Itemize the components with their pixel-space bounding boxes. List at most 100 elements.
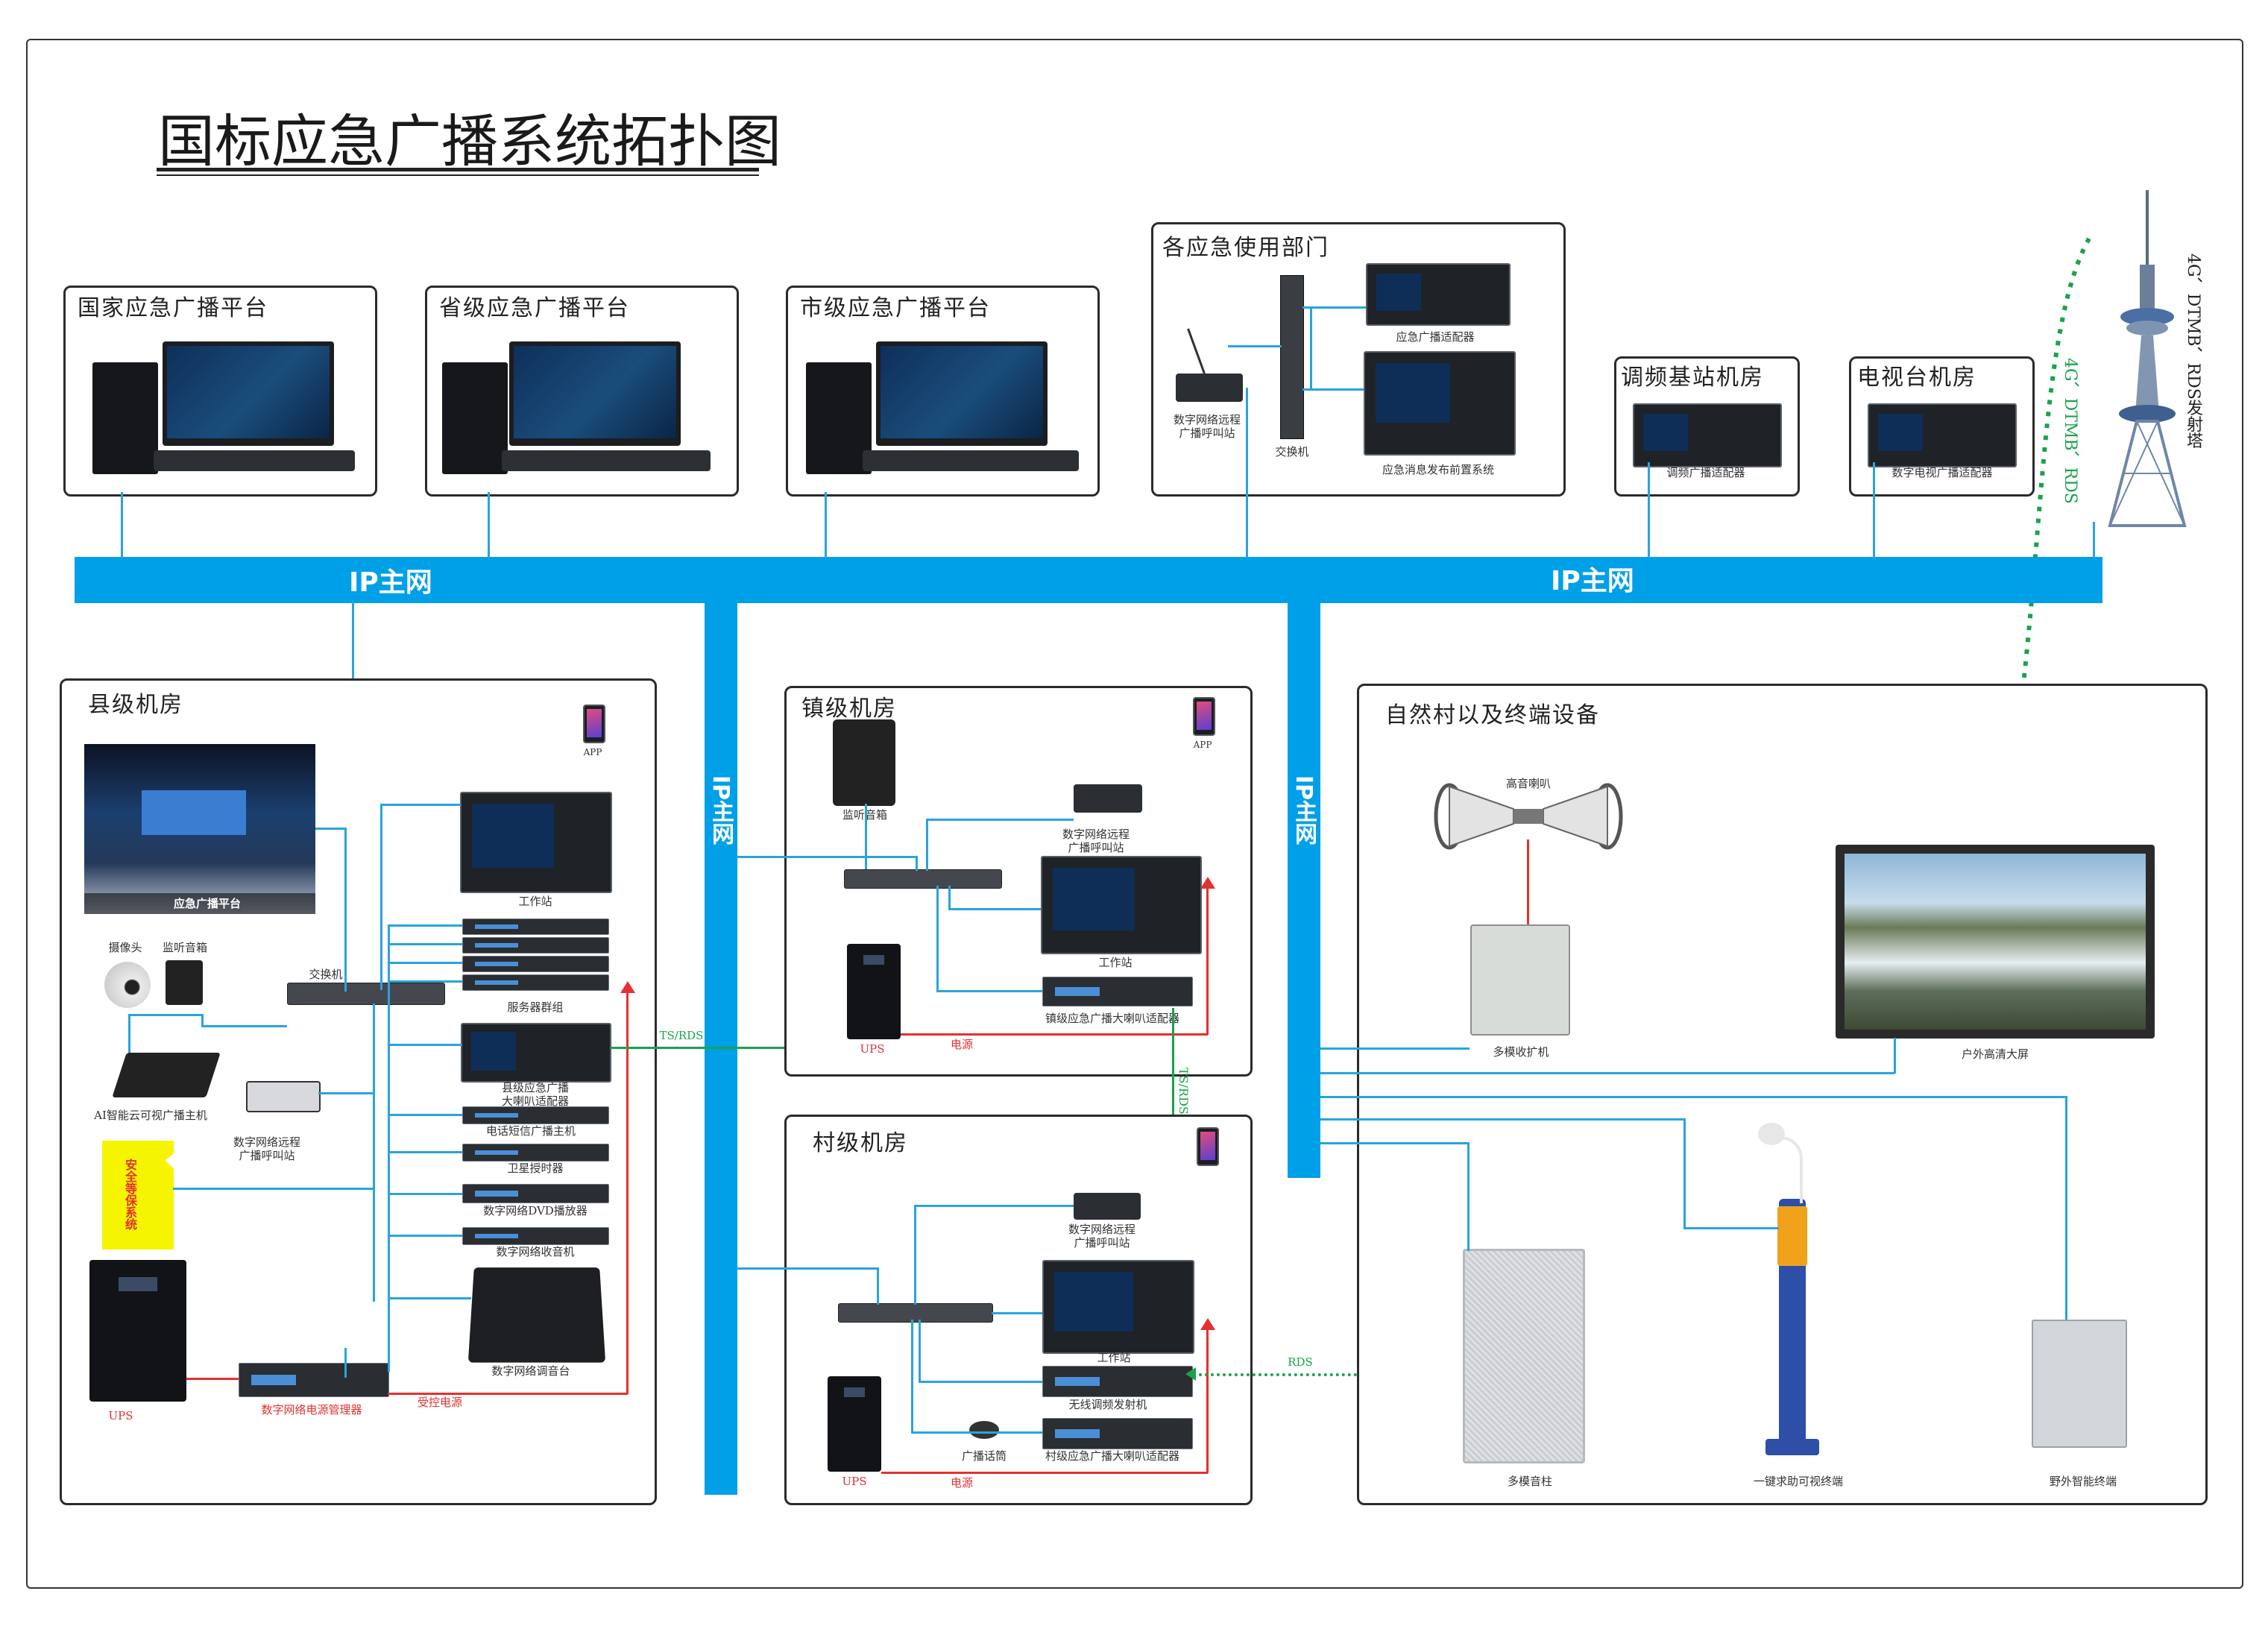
app-phone-icon: [1193, 697, 1215, 736]
monitor-speaker: [166, 960, 203, 1005]
caption-ts-rds: TS/RDS: [659, 1029, 704, 1042]
power-wire: [901, 1033, 1208, 1036]
caption-fm-tx: 无线调频发射机: [1068, 1398, 1147, 1411]
tower-link-label: 4G、DTMB、RDS: [2061, 358, 2079, 504]
term-wire: [1320, 1047, 1470, 1050]
security-system: [102, 1141, 174, 1250]
caption-field: 野外智能终端: [2049, 1475, 2117, 1488]
caption-power: 电源: [950, 1476, 974, 1490]
server-3: [462, 956, 609, 972]
panel-title: 各应急使用部门: [1162, 235, 1329, 261]
caption-tv-adapter: 数字电视广播适配器: [1891, 466, 1993, 479]
dept-wire: [1302, 388, 1364, 391]
power-wire: [1206, 1329, 1209, 1473]
term-wire: [1683, 1227, 1779, 1229]
power-wire: [186, 1378, 239, 1380]
town-switch: [844, 869, 1002, 889]
caption-frontend: 应急消息发布前置系统: [1382, 463, 1495, 476]
town-wire: [936, 886, 939, 990]
county-wire: [388, 1193, 462, 1195]
drop-fm: [1648, 462, 1650, 558]
village-adapter: [1042, 1418, 1193, 1449]
pc-tower: [442, 362, 508, 474]
multi-mode-amp: [1470, 924, 1570, 1036]
fm-adapter: [1633, 403, 1782, 467]
caption-workstation: 工作站: [1097, 1351, 1131, 1364]
caption-column: 多模音柱: [1507, 1475, 1553, 1488]
ts-rds-down-wire: [1172, 1008, 1174, 1120]
remote-mic: [1176, 374, 1243, 402]
horn-speaker-icon: [1434, 783, 1623, 850]
power-wire: [881, 1472, 1208, 1474]
town-wire: [737, 856, 916, 858]
caption-servers: 服务器群组: [507, 1001, 564, 1014]
town-wire: [948, 908, 1041, 910]
caption-command-center: 应急广播平台: [173, 897, 242, 910]
county-wire: [201, 1025, 287, 1027]
panel-fm-station: 调频基站机房 调频广播适配器: [1614, 356, 1800, 497]
caption-county-adapter: 县级应急广播 大喇叭适配器: [501, 1081, 570, 1108]
remote-mic-console: [246, 1081, 321, 1112]
village-wire: [911, 1320, 913, 1431]
bus-label-right: IP主网: [1551, 566, 1634, 596]
power-wire: [388, 1393, 628, 1395]
county-workstation: [460, 792, 612, 893]
net-radio: [462, 1227, 609, 1245]
county-wire: [388, 924, 462, 927]
county-switch: [287, 983, 445, 1005]
adapter-rack: [1366, 263, 1511, 326]
county-wire: [315, 828, 345, 830]
town-ups: [847, 944, 901, 1039]
camera-icon: [104, 962, 151, 1008]
caption-remote-mic: 数字网络远程 广播呼叫站: [1062, 828, 1130, 854]
town-wire: [916, 856, 918, 871]
horn-power-wire: [1527, 839, 1529, 924]
caption-mixer: 数字网络调音台: [491, 1364, 570, 1378]
power-arrow-up: [620, 981, 635, 993]
term-wire: [1320, 1118, 1686, 1121]
gooseneck-mic: [969, 1421, 999, 1439]
village-wire: [914, 1205, 1074, 1207]
page-title: 国标应急广播系统拓扑图: [158, 108, 781, 174]
pc-monitor: [509, 341, 681, 446]
mic-stem: [1187, 328, 1206, 374]
village-ups: [828, 1376, 881, 1472]
ip-main-bus: [75, 557, 2102, 603]
village-wire: [737, 1267, 878, 1270]
caption-screen: 户外高清大屏: [1961, 1047, 2029, 1061]
caption-adapter: 应急广播适配器: [1396, 330, 1475, 344]
county-wire: [388, 1297, 471, 1299]
dvd-player: [462, 1184, 609, 1203]
county-wire: [344, 828, 347, 992]
panel-title: 省级应急广播平台: [439, 295, 630, 321]
rds-wireless-link: [1193, 1373, 1369, 1376]
panel-tv-station: 电视台机房 数字电视广播适配器: [1849, 356, 2035, 497]
caption-ai-host: AI智能云可视广播主机: [94, 1109, 207, 1122]
outer-frame: [26, 39, 2243, 1589]
county-wire: [344, 1348, 347, 1378]
drop-tower: [2093, 522, 2095, 558]
pc-tower: [806, 362, 872, 474]
app-phone-icon: [583, 705, 605, 743]
county-wire: [318, 1092, 374, 1094]
term-wire: [1467, 1142, 1470, 1251]
caption-security: 安全等保系统: [123, 1159, 137, 1230]
caption-timer: 卫星授时器: [507, 1162, 564, 1175]
term-wire: [1894, 1038, 1896, 1074]
town-wire: [926, 819, 1074, 821]
pc-monitor: [163, 341, 334, 446]
town-title: 镇级机房: [801, 696, 897, 722]
photo-caption-bar: [84, 893, 315, 914]
county-wire: [173, 1188, 374, 1190]
village-title: 村级机房: [813, 1130, 908, 1156]
village-switch: [838, 1303, 993, 1323]
caption-dvd: 数字网络DVD播放器: [483, 1204, 588, 1217]
pc-monitor: [876, 341, 1048, 446]
caption-rds: RDS: [1288, 1355, 1313, 1369]
sms-host: [462, 1106, 609, 1124]
panel-provincial-platform: 省级应急广播平台: [425, 286, 739, 497]
village-wire: [919, 1320, 921, 1382]
term-wire: [1320, 1072, 1894, 1074]
ai-host: [112, 1053, 221, 1097]
field-terminal: [2032, 1320, 2127, 1448]
